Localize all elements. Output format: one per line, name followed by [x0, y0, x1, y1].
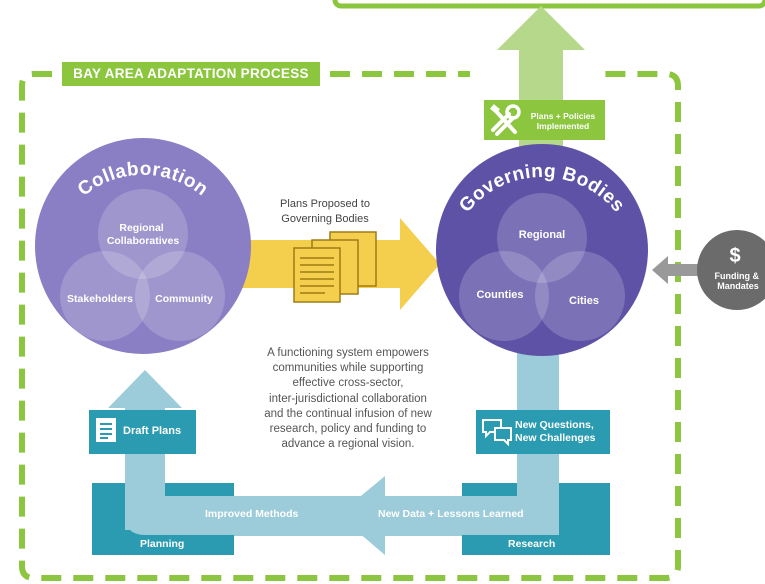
regional-collaboratives-label: Regional Collaboratives — [107, 222, 180, 247]
process-title: BAY AREA ADAPTATION PROCESS — [62, 62, 320, 86]
draft-plans-document-icon — [96, 418, 116, 442]
draft-plans-label: Draft Plans — [123, 425, 182, 437]
process-frame — [19, 71, 681, 581]
plans-implemented-label: Plans + Policies Implemented — [530, 111, 596, 131]
new-questions-chat-icon — [482, 419, 512, 446]
left-arrow-to-planning — [338, 476, 385, 555]
stakeholders-label: Stakeholders — [67, 293, 133, 305]
plans-proposed-label: Plans Proposed to Governing Bodies — [280, 198, 370, 225]
dollar-icon: $ — [729, 245, 740, 267]
top-outcome-box — [332, 0, 765, 9]
counties-label: Counties — [476, 289, 523, 301]
improved-methods-label: Improved Methods — [205, 508, 299, 520]
governing-bodies-circle — [436, 144, 648, 356]
center-description: A functioning system empowers communitie… — [264, 347, 432, 451]
funding-mandates-circle — [697, 230, 765, 310]
new-questions-label: New Questions, New Challenges — [515, 419, 596, 444]
tools-icon — [490, 104, 521, 136]
research-label: Research — [508, 538, 556, 550]
documents-icon — [293, 231, 377, 303]
funding-mandates-label: Funding & Mandates — [714, 271, 761, 291]
up-arrow-to-collaboration — [108, 370, 182, 408]
planning-label: Planning — [140, 538, 185, 550]
new-data-label: New Data + Lessons Learned — [378, 508, 524, 520]
regional-label: Regional — [519, 229, 565, 241]
collaboration-circle — [35, 138, 251, 354]
left-arrow-funding — [652, 256, 700, 284]
community-label: Community — [155, 293, 213, 305]
cities-label: Cities — [569, 295, 599, 307]
